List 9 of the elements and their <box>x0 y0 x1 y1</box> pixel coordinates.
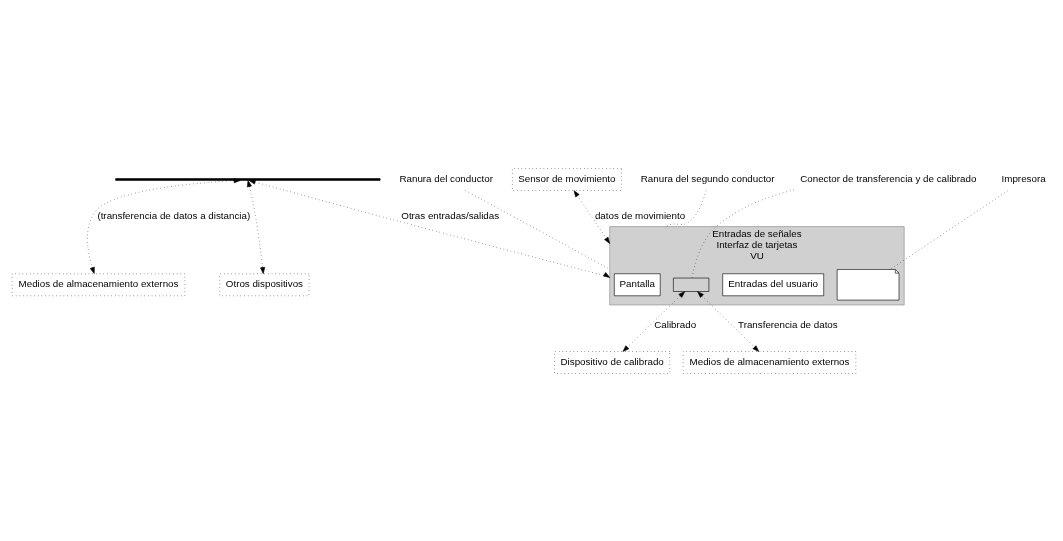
edge-label: Transferencia de datos <box>738 318 838 330</box>
edge-label: (transferencia de datos a distancia) <box>97 209 251 221</box>
node-text: Ranura del segundo conductor <box>640 172 775 184</box>
edge-label: Otras entradas/salidas <box>401 209 500 221</box>
edge-label: datos de movimiento <box>594 209 686 221</box>
node-text: Ranura del conductor <box>399 172 494 184</box>
node-text: Conector de transferencia y de calibrado <box>800 172 977 184</box>
node-text: Impresora <box>1001 172 1046 184</box>
edge-label: Calibrado <box>654 318 697 330</box>
